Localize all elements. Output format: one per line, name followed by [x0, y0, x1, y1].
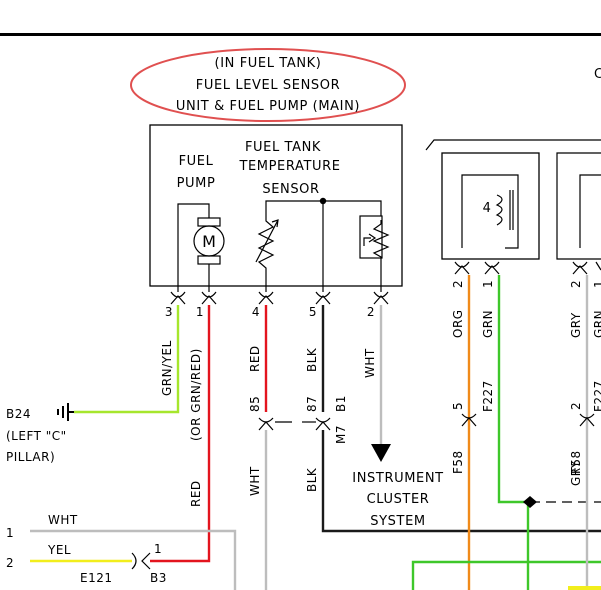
- connector-b1: B1: [334, 395, 348, 412]
- junction-diamond: [523, 496, 537, 508]
- relay-connector: [454, 261, 500, 275]
- instrument-cluster-arrow: [371, 444, 391, 462]
- sensor-title-line2: FUEL LEVEL SENSOR: [196, 78, 340, 93]
- relay-outer-box: [425, 139, 601, 260]
- wire-label-blk-lower: BLK: [305, 467, 319, 492]
- instrument-cluster-label-1: INSTRUMENT: [352, 471, 443, 486]
- ground-location-1: (LEFT "C": [6, 429, 67, 443]
- pin-5-label: 5: [309, 305, 317, 319]
- connector-e121: E121: [80, 571, 113, 585]
- connector-f58: F58: [451, 450, 465, 474]
- relay-right-pin-1: 1: [592, 280, 601, 288]
- ground-id: B24: [6, 407, 31, 421]
- connector-f58-symbol: [461, 413, 477, 427]
- connector-m7: M7: [334, 425, 348, 444]
- wire-label-gry-lower: GRY: [569, 460, 583, 486]
- left-pin-2: 2: [6, 556, 14, 570]
- wire-wht-left: [30, 529, 237, 590]
- wire-label-wht-lower: WHT: [248, 466, 262, 496]
- connector-f227-partial: F227: [592, 380, 601, 412]
- top-border: [0, 33, 601, 36]
- wire-label-blk-upper: BLK: [305, 347, 319, 372]
- wire-label-grn: GRN: [481, 310, 495, 338]
- left-pin-1: 1: [6, 526, 14, 540]
- connector-f5: 5: [451, 402, 465, 410]
- instrument-cluster-label-2: CLUSTER: [367, 492, 430, 507]
- connector-87: 87: [305, 396, 319, 412]
- connector-e121-pin: 1: [154, 542, 162, 556]
- relay-pin-2: 2: [451, 280, 465, 288]
- connector-f58-partial: F58: [569, 450, 583, 474]
- connector-b3: B3: [150, 571, 167, 585]
- connector-87-symbol: [275, 417, 331, 431]
- relay-coil-pin: 4: [483, 201, 492, 216]
- yellow-wire-stub: [568, 586, 601, 590]
- relay-right-pin-2: 2: [569, 280, 583, 288]
- sensor-unit-box: [149, 124, 403, 287]
- wire-label-or-grn-red: (OR GRN/RED): [189, 348, 203, 441]
- fuel-level-sensor: [359, 215, 390, 292]
- pin-3-label: 3: [165, 305, 173, 319]
- fuel-pump-label-2: PUMP: [177, 176, 216, 191]
- connector-f2-symbol: [579, 413, 595, 427]
- pin-4-label: 4: [252, 305, 260, 319]
- motor-symbol: M: [202, 232, 216, 251]
- relay-coil-icon: [495, 190, 514, 230]
- wire-label-grn-yel: GRN/YEL: [160, 340, 174, 396]
- temp-sensor-label-3: SENSOR: [262, 182, 319, 197]
- sensor-connector: [170, 291, 389, 305]
- wire-label-grn-partial: GRN: [592, 310, 601, 338]
- edge-fragment: C: [594, 67, 601, 82]
- wire-label-wht-left: WHT: [48, 513, 78, 527]
- temperature-sensor: [255, 197, 382, 292]
- sensor-title-line3: UNIT & FUEL PUMP (MAIN): [176, 99, 360, 114]
- ground-location-2: PILLAR): [6, 450, 55, 464]
- sensor-title-line1: (IN FUEL TANK): [215, 56, 322, 71]
- temp-sensor-label-2: TEMPERATURE: [238, 159, 340, 174]
- wire-grn-bottom: [411, 560, 601, 590]
- connector-e121-b3-symbol: [131, 552, 151, 570]
- ground-symbol: [57, 403, 74, 421]
- wire-red-main: [150, 305, 211, 563]
- fuel-pump-motor: M: [177, 203, 225, 292]
- relay-pin-1: 1: [481, 280, 495, 288]
- relay-right-box: [556, 152, 601, 275]
- temp-sensor-label-1: FUEL TANK: [245, 140, 321, 155]
- connector-85-symbol: [258, 417, 274, 431]
- wire-label-org: ORG: [451, 309, 465, 338]
- wire-grn-yel: [74, 305, 180, 414]
- wire-label-gry: GRY: [569, 312, 583, 338]
- connector-f2: 2: [569, 402, 583, 410]
- wire-blk-lower: [321, 430, 601, 533]
- pin-1-label: 1: [196, 305, 204, 319]
- highlight-oval: [130, 48, 406, 122]
- wire-label-red-lower: RED: [189, 480, 203, 507]
- wire-grn: [497, 275, 530, 590]
- wire-label-red-upper: RED: [248, 345, 262, 372]
- pin-2-label: 2: [367, 305, 375, 319]
- connector-85: 85: [248, 396, 262, 412]
- fuel-pump-label-1: FUEL: [179, 154, 214, 169]
- wire-label-wht-upper: WHT: [363, 348, 377, 378]
- connector-f227: F227: [481, 380, 495, 412]
- instrument-cluster-label-3: SYSTEM: [370, 514, 425, 529]
- wire-label-yel: YEL: [47, 543, 71, 557]
